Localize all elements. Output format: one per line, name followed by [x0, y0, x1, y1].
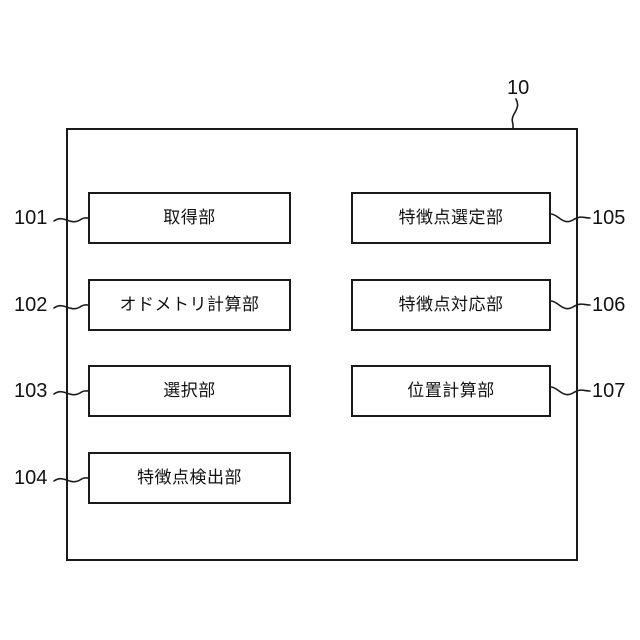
- block-label: 特徴点検出部: [137, 467, 242, 488]
- block-label: 取得部: [163, 207, 216, 228]
- leader-line-101: [53, 217, 89, 223]
- reference-number-107: 107: [592, 380, 626, 402]
- block-label: 特徴点選定部: [398, 207, 504, 228]
- reference-number-101: 101: [14, 207, 48, 229]
- reference-number-102: 102: [14, 294, 48, 316]
- leader-line-106: [550, 300, 591, 310]
- leader-line-107: [550, 386, 591, 396]
- block-acquisition-unit: 取得部: [88, 192, 291, 244]
- leader-line-102: [53, 304, 89, 310]
- block-feature-point-detection-unit: 特徴点検出部: [88, 452, 291, 504]
- block-label: 特徴点対応部: [398, 294, 504, 315]
- reference-number-104: 104: [14, 467, 48, 489]
- block-feature-point-selection-unit: 特徴点選定部: [351, 192, 551, 244]
- block-label: オドメトリ計算部: [119, 294, 260, 315]
- block-label: 選択部: [163, 380, 216, 401]
- block-selection-unit: 選択部: [88, 365, 291, 417]
- block-label: 位置計算部: [407, 380, 495, 401]
- reference-number-105: 105: [592, 207, 626, 229]
- block-position-calculation-unit: 位置計算部: [351, 365, 551, 417]
- reference-number-103: 103: [14, 380, 48, 402]
- reference-number-106: 106: [592, 294, 626, 316]
- leader-line-103: [53, 390, 89, 396]
- reference-number-10: 10: [507, 77, 530, 99]
- leader-line-10: [511, 98, 519, 129]
- block-feature-point-correspondence-unit: 特徴点対応部: [351, 279, 551, 331]
- block-odometry-calculation-unit: オドメトリ計算部: [88, 279, 291, 331]
- leader-line-105: [550, 213, 591, 223]
- leader-line-104: [53, 477, 89, 483]
